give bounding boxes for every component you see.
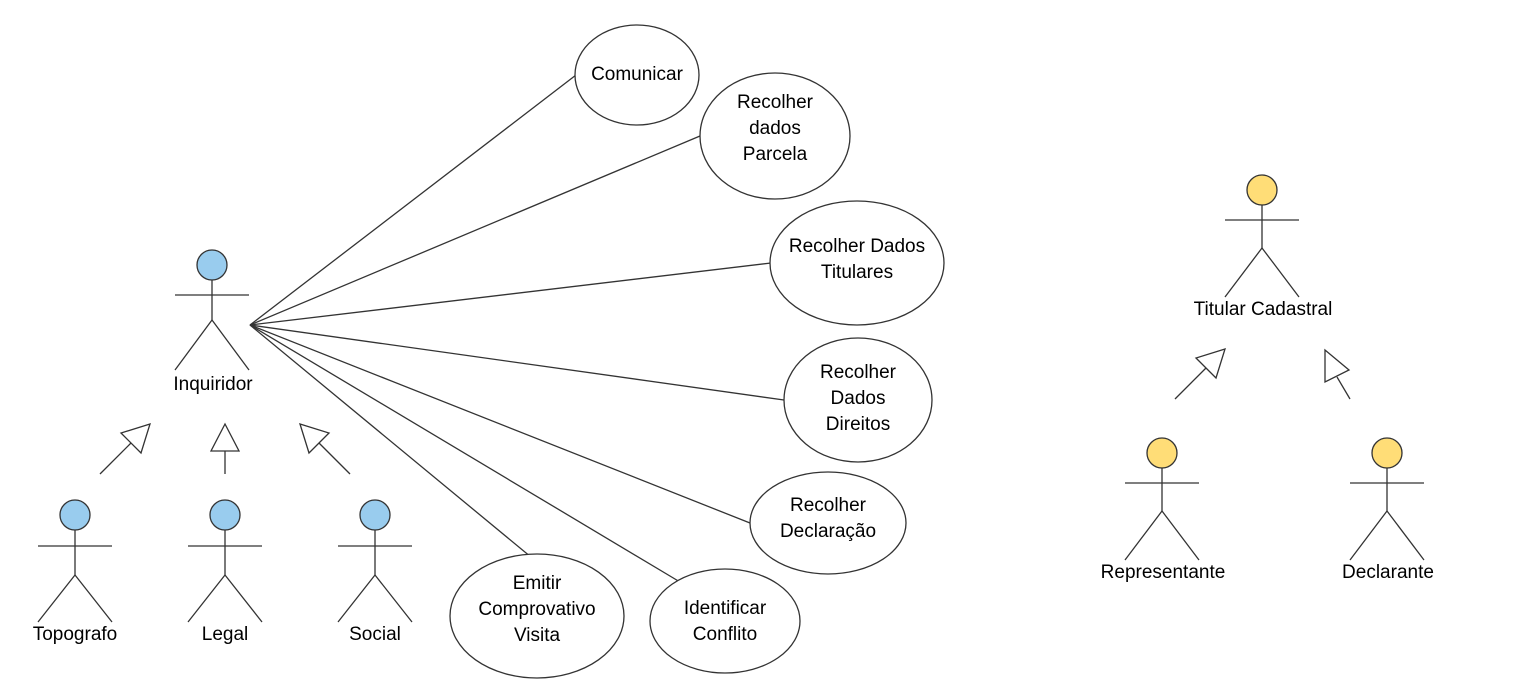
actor-head — [59, 499, 91, 531]
actor-head — [196, 249, 228, 281]
actor-head — [359, 499, 391, 531]
use-case-recolher-dados-titulares: Recolher Dados Titulares — [769, 200, 945, 326]
actor-head — [1146, 437, 1178, 469]
association-comunicar — [249, 74, 577, 326]
association-recolher-declaracao — [249, 324, 751, 524]
actor-titular-cadastral: Titular Cadastral — [1194, 174, 1333, 320]
association-emitir-comprovativo — [249, 324, 538, 563]
use-case-recolher-dados-parcela: Recolher dados Parcela — [699, 72, 851, 200]
actor-legal: Legal — [187, 499, 263, 645]
use-case-recolher-dados-direitos: Recolher Dados Direitos — [783, 337, 933, 463]
use-case-label: Dados — [831, 388, 886, 409]
use-case-label: Emitir — [513, 573, 562, 594]
actor-label: Representante — [1101, 562, 1226, 583]
actor-label: Titular Cadastral — [1194, 299, 1333, 320]
use-case-label: dados — [749, 118, 801, 139]
actor-label: Declarante — [1342, 562, 1434, 583]
generalization-social — [299, 423, 351, 475]
generalization-topografo — [99, 423, 151, 475]
actor-head — [1371, 437, 1403, 469]
association-identificar-conflito — [249, 324, 681, 583]
association-recolher-parcela — [249, 135, 701, 326]
actor-label: Inquiridor — [173, 374, 253, 395]
generalization-declarante — [1324, 348, 1351, 400]
associations — [249, 74, 785, 583]
use-case-label: Declaração — [780, 521, 876, 542]
use-case-label: Comprovativo — [478, 599, 595, 620]
actor-representante: Representante — [1101, 437, 1226, 583]
use-case-label: Direitos — [826, 414, 890, 435]
use-case-label: Parcela — [743, 144, 808, 165]
use-case-recolher-declaracao: Recolher Declaração — [749, 471, 907, 575]
use-case-label: Recolher Dados — [789, 236, 925, 257]
use-case-identificar-conflito: Identificar Conflito — [649, 568, 801, 674]
actor-topografo: Topografo — [33, 499, 118, 645]
use-case-label: Visita — [514, 625, 561, 646]
actor-head — [209, 499, 241, 531]
actor-declarante: Declarante — [1342, 437, 1434, 583]
generalization-representante — [1174, 348, 1226, 400]
association-recolher-titulares — [249, 262, 772, 326]
use-case-label: Recolher — [737, 92, 814, 113]
use-case-label: Titulares — [821, 262, 893, 283]
use-case-label: Identificar — [684, 598, 767, 619]
use-case-label: Recolher — [820, 362, 897, 383]
actor-head — [1246, 174, 1278, 206]
association-recolher-direitos — [249, 324, 785, 401]
generalization-legal — [209, 422, 241, 474]
actor-inquiridor: Inquiridor — [173, 249, 253, 395]
use-case-label: Recolher — [790, 495, 867, 516]
use-case-label: Comunicar — [591, 64, 684, 85]
use-case-label: Conflito — [693, 624, 757, 645]
actor-label: Social — [349, 624, 401, 645]
use-case-comunicar: Comunicar — [574, 24, 700, 126]
actor-label: Topografo — [33, 624, 118, 645]
use-case-emitir-comprovativo-visita: Emitir Comprovativo Visita — [449, 553, 625, 679]
actor-social: Social — [337, 499, 413, 645]
actor-label: Legal — [202, 624, 249, 645]
